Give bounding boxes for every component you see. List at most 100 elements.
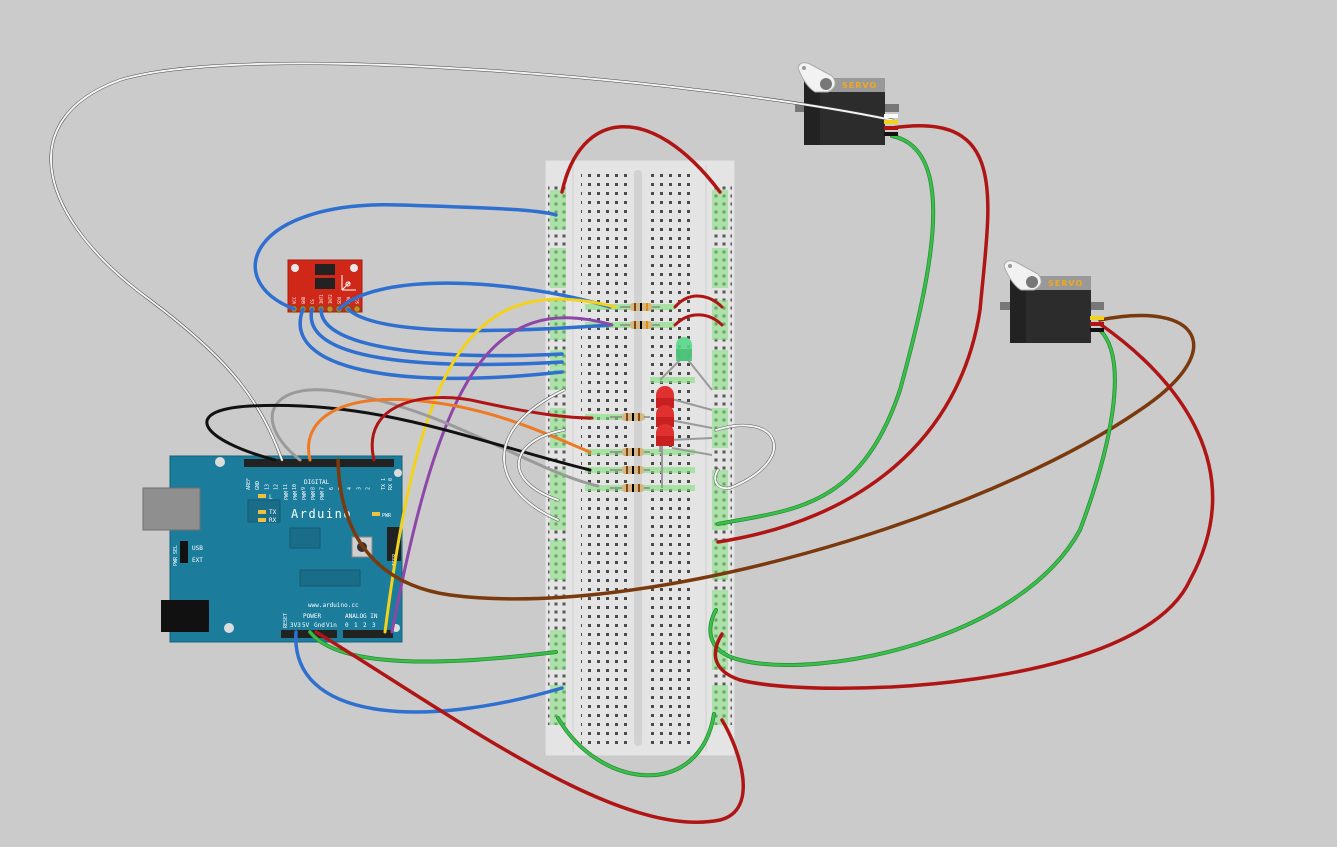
servo-1-label: SERVO	[842, 81, 877, 90]
wire-green-servo1[interactable]	[716, 134, 936, 526]
power-label: POWER	[303, 613, 321, 620]
wire-red-pin3[interactable]	[370, 396, 594, 462]
wire-red-servo2[interactable]	[713, 322, 1215, 691]
axis-icon	[341, 275, 356, 291]
wire-gray[interactable]	[270, 388, 600, 488]
wire-brown-servo2[interactable]	[336, 313, 1196, 601]
wire-blue-sensor-sda[interactable]	[337, 281, 612, 311]
led-rx	[258, 518, 266, 522]
wire-green-servo1-core	[716, 134, 935, 526]
arduino-title: Arduino	[291, 507, 352, 521]
led-red	[656, 386, 674, 408]
analog-pin-label: 1	[354, 622, 358, 629]
wire-green-gnd-core	[308, 630, 558, 663]
led-green	[676, 337, 692, 361]
power-pin-label: 5V	[302, 622, 310, 629]
resistor	[620, 303, 660, 311]
led-red	[656, 405, 674, 427]
analog-header	[343, 630, 393, 638]
breadboard-channel	[634, 170, 642, 746]
sensor-chip	[315, 264, 335, 275]
arduino-url: www.arduino.cc	[308, 602, 359, 609]
wires	[49, 61, 1215, 824]
resistor	[610, 448, 650, 456]
servo-2[interactable]: SERVO	[1000, 260, 1104, 343]
pwr-label: PWR	[382, 513, 392, 519]
sensor-pin-label: VCC	[292, 296, 297, 304]
digital-pin-label: 6	[329, 487, 335, 490]
analog-pin-label: 2	[363, 622, 367, 629]
resistor	[610, 466, 650, 474]
wire-blue-sensor-vcc[interactable]	[253, 203, 558, 311]
tx-label: TX	[269, 509, 277, 516]
usb-label: USB	[192, 545, 203, 552]
servo-1[interactable]: SERVO	[795, 62, 899, 145]
leds	[656, 337, 692, 446]
digital-pin-label: 9	[301, 487, 307, 490]
digital-pin-label: 7	[320, 487, 326, 490]
wire-blue-sensor-gnd[interactable]	[298, 307, 564, 381]
power-pin-label: Vin	[326, 622, 337, 629]
digital-pin-label: GND	[255, 481, 261, 490]
led-tx	[258, 510, 266, 514]
analog-pin-label: 3	[372, 622, 376, 629]
sensor-pin-label: CS	[310, 299, 315, 304]
wire-green-bottom-rail-core	[556, 712, 716, 777]
breadboard-terminal-right	[646, 170, 696, 750]
pwr-sel-jumper[interactable]	[180, 541, 188, 563]
servo-2-horn[interactable]	[1003, 260, 1042, 291]
resistors	[610, 303, 660, 492]
power-jack	[161, 600, 209, 632]
wire-blue-sensor-cs[interactable]	[309, 307, 564, 367]
wire-green-servo2[interactable]	[708, 328, 1117, 667]
wire-orange[interactable]	[307, 397, 592, 462]
pwm-label: PWM	[320, 491, 326, 500]
digital-pin-label: 8	[310, 487, 316, 490]
digital-pin-label: 12	[274, 484, 280, 490]
pwr-sel-label: PWR SEL	[173, 545, 179, 566]
breadboard	[544, 159, 736, 757]
wire-white-servo1-signal-core	[50, 62, 893, 461]
wire-blue-sensor-int[interactable]	[319, 307, 564, 358]
wire-red-rail-jumper[interactable]	[560, 125, 722, 194]
wire-red-led-1[interactable]	[673, 294, 724, 309]
ext-label: EXT	[192, 557, 203, 564]
led-l	[258, 494, 266, 498]
breadboard-terminal-left	[581, 170, 631, 750]
wire-blue-5v[interactable]	[294, 630, 564, 714]
rx-label: RX	[269, 517, 277, 524]
sensor-pin-label: INT1	[319, 294, 324, 304]
wire-red-led-2[interactable]	[673, 313, 724, 327]
led-pwr	[372, 512, 380, 516]
wire-red-vin[interactable]	[314, 630, 745, 824]
tx-pin-label: TX 1	[381, 478, 387, 490]
digital-pin-label: 4	[347, 487, 353, 490]
servo-1-horn[interactable]	[797, 62, 836, 93]
digital-label: DIGITAL	[304, 479, 330, 486]
wire-purple[interactable]	[390, 316, 614, 634]
pwm-label: PWM	[311, 491, 317, 500]
resistor	[610, 484, 650, 492]
pwm-label: PWM	[284, 491, 290, 500]
digital-pin-label: 2	[366, 487, 372, 490]
power-pin-label: Gnd	[314, 622, 325, 629]
digital-pin-label: 10	[292, 484, 298, 490]
resistor	[620, 321, 660, 329]
wire-red-servo1[interactable]	[716, 124, 990, 544]
wire-white-loop-2-core	[517, 429, 565, 501]
wire-black[interactable]	[205, 403, 592, 472]
sensor-pin-label: INT2	[328, 294, 333, 304]
digital-pin-label: AREF	[246, 478, 252, 490]
wire-yellow[interactable]	[383, 297, 617, 634]
digital-header	[244, 459, 394, 467]
resistor	[610, 413, 650, 421]
wire-white-loop-1-core	[503, 389, 565, 521]
digital-pin-label: 3	[356, 487, 362, 490]
wire-white-loop-3-core	[714, 424, 775, 490]
wire-blue-sensor-scl[interactable]	[346, 307, 612, 333]
wire-green-servo2-core	[709, 328, 1117, 667]
sensor-pin-label: GND	[301, 296, 306, 304]
